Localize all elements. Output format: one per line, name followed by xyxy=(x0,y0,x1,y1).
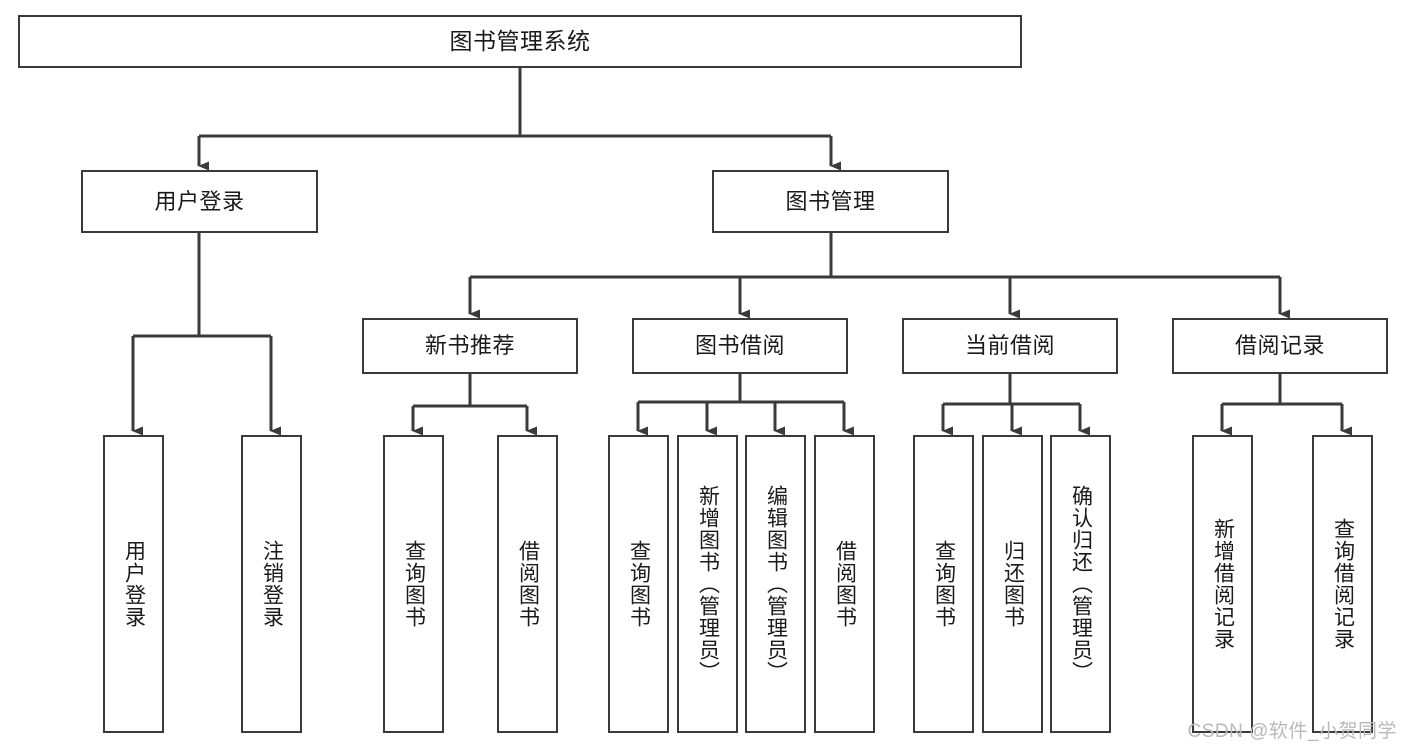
node-root-system[interactable]: 图书管理系统 xyxy=(18,15,1022,68)
node-label: 新增图书（管理员） xyxy=(696,485,720,683)
leaf-query-books-recommend[interactable]: 查询图书 xyxy=(383,435,444,733)
node-label: 图书管理系统 xyxy=(449,28,591,55)
node-label: 编辑图书（管理员） xyxy=(764,485,788,683)
node-label: 查询图书 xyxy=(627,540,651,628)
node-label: 新书推荐 xyxy=(424,333,515,359)
node-book-borrow[interactable]: 图书借阅 xyxy=(632,318,848,374)
node-book-management[interactable]: 图书管理 xyxy=(712,170,949,233)
leaf-user-login[interactable]: 用户登录 xyxy=(103,435,164,733)
csdn-watermark: CSDN @软件_小贺同学 xyxy=(1187,721,1397,742)
leaf-add-book-admin[interactable]: 新增图书（管理员） xyxy=(677,435,738,733)
node-label: 图书借阅 xyxy=(694,333,785,359)
leaf-query-books-current[interactable]: 查询图书 xyxy=(913,435,974,733)
leaf-logout[interactable]: 注销登录 xyxy=(241,435,302,733)
node-label: 确认归还（管理员） xyxy=(1069,485,1093,683)
node-label: 查询图书 xyxy=(402,540,426,628)
leaf-borrow-books-recommend[interactable]: 借阅图书 xyxy=(497,435,558,733)
node-label: 借阅图书 xyxy=(833,540,857,628)
leaf-add-borrow-record[interactable]: 新增借阅记录 xyxy=(1192,435,1253,733)
leaf-return-books[interactable]: 归还图书 xyxy=(982,435,1043,733)
node-label: 查询图书 xyxy=(932,540,956,628)
node-label: 图书管理 xyxy=(785,188,876,214)
node-current-borrow[interactable]: 当前借阅 xyxy=(902,318,1118,374)
node-label: 借阅记录 xyxy=(1234,333,1325,359)
leaf-confirm-return-admin[interactable]: 确认归还（管理员） xyxy=(1050,435,1111,733)
node-user-login[interactable]: 用户登录 xyxy=(81,170,318,233)
node-label: 用户登录 xyxy=(154,188,245,214)
node-label: 查询借阅记录 xyxy=(1331,518,1355,650)
node-new-book-recommend[interactable]: 新书推荐 xyxy=(362,318,578,374)
node-label: 注销登录 xyxy=(260,540,284,628)
node-label: 归还图书 xyxy=(1001,540,1025,628)
leaf-query-borrow-record[interactable]: 查询借阅记录 xyxy=(1312,435,1373,733)
leaf-edit-book-admin[interactable]: 编辑图书（管理员） xyxy=(745,435,806,733)
node-label: 新增借阅记录 xyxy=(1211,518,1235,650)
node-label: 借阅图书 xyxy=(516,540,540,628)
node-label: 用户登录 xyxy=(122,540,146,628)
leaf-query-books-borrow[interactable]: 查询图书 xyxy=(608,435,669,733)
node-label: 当前借阅 xyxy=(964,333,1055,359)
leaf-borrow-books[interactable]: 借阅图书 xyxy=(814,435,875,733)
node-borrow-record[interactable]: 借阅记录 xyxy=(1172,318,1388,374)
